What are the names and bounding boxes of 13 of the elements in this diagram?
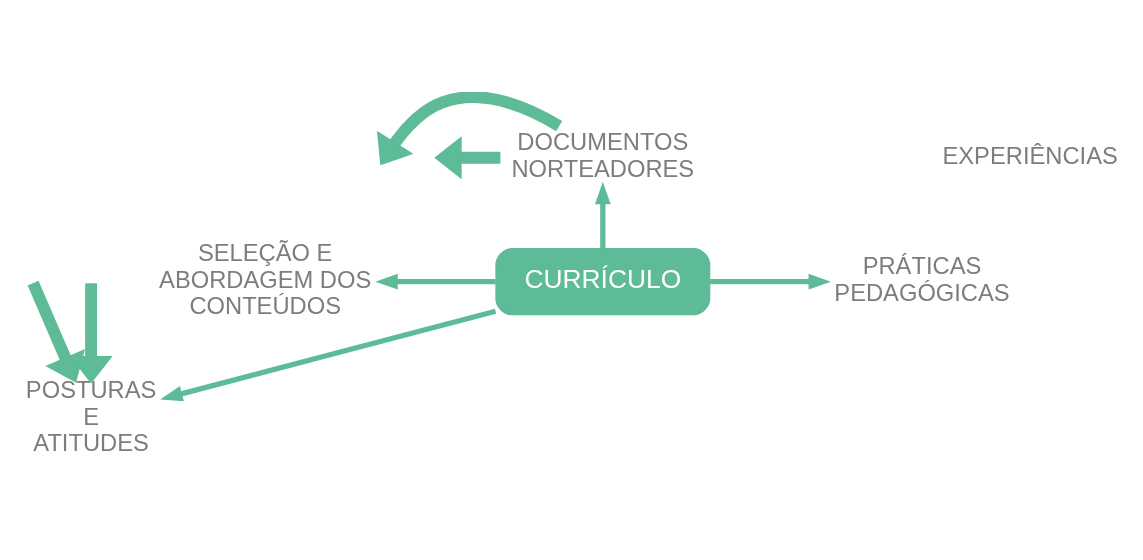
node-text: SELEÇÃO E ABORDAGEM DOS CONTEÚDOS [159, 239, 372, 319]
arrow [375, 273, 496, 290]
arrow [594, 181, 611, 248]
arrow [27, 280, 113, 383]
node-box: CURRÍCULO [495, 247, 711, 315]
node-text: PRÁTICAS PEDAGÓGICAS [834, 252, 1010, 306]
arrow [710, 273, 832, 290]
node-text: EXPERIÊNCIAS [942, 142, 1118, 169]
node-text: POSTURAS E ATITUDES [25, 376, 157, 456]
node-text: DOCUMENTOS NORTEADORES [511, 128, 695, 182]
arrow [376, 91, 563, 165]
arrow [434, 135, 501, 179]
arrow [160, 308, 497, 401]
